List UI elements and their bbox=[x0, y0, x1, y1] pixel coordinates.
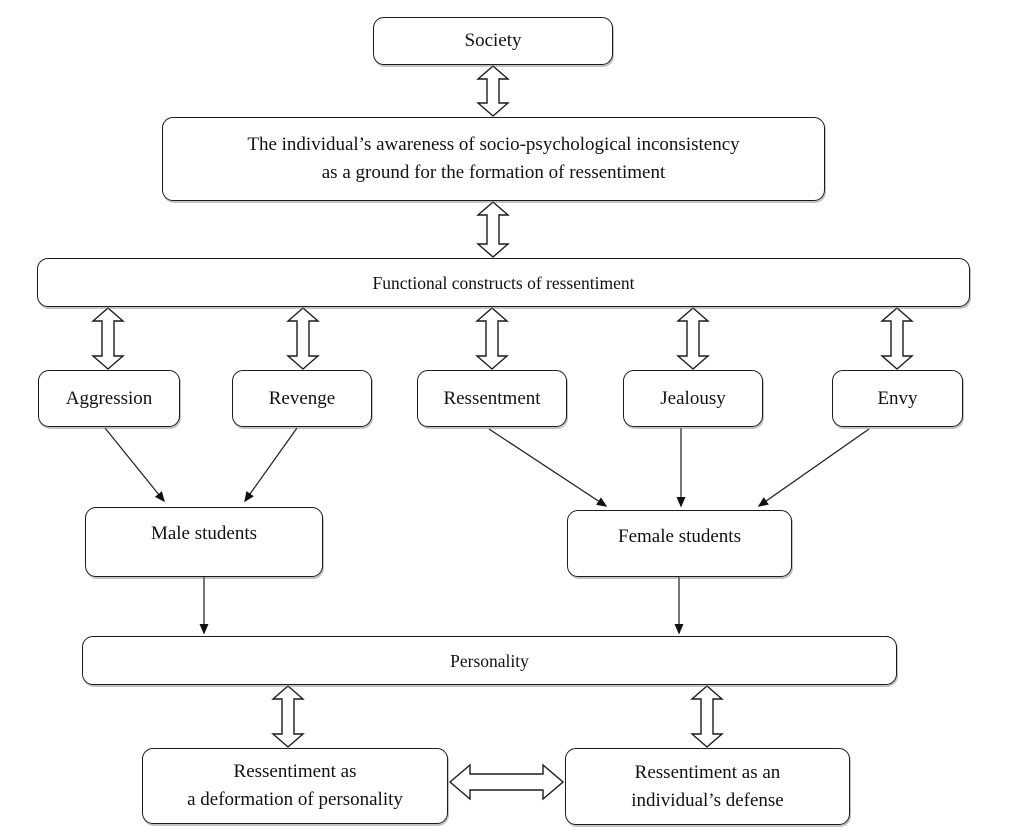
node-awareness: The individual’s awareness of socio-psyc… bbox=[162, 117, 825, 201]
double-arrow-awareness-functional bbox=[476, 201, 510, 258]
node-ressentment-label: Ressentment bbox=[443, 387, 541, 409]
node-functional-constructs-label: Functional constructs of ressentiment bbox=[372, 272, 635, 293]
node-envy-label: Envy bbox=[877, 387, 918, 409]
node-jealousy-label: Jealousy bbox=[660, 387, 726, 409]
double-arrow-functional-revenge bbox=[286, 307, 320, 370]
arrow-revenge-male bbox=[244, 427, 298, 503]
arrow-aggression-male bbox=[104, 427, 165, 503]
node-ressentment: Ressentment bbox=[417, 370, 567, 427]
node-ressentiment-deformation-line1: Ressentiment as bbox=[233, 761, 357, 782]
node-female-students-label: Female students bbox=[618, 525, 741, 547]
node-male-students: Male students bbox=[85, 507, 323, 577]
double-arrow-functional-aggression bbox=[91, 307, 125, 370]
node-society-label: Society bbox=[464, 30, 522, 51]
double-arrow-functional-jealousy bbox=[676, 307, 710, 370]
node-jealousy: Jealousy bbox=[623, 370, 763, 427]
node-envy: Envy bbox=[832, 370, 963, 427]
double-arrow-personality-defense bbox=[690, 685, 724, 748]
double-arrow-functional-envy bbox=[880, 307, 914, 370]
node-female-students: Female students bbox=[567, 510, 792, 577]
arrow-ressentment-female bbox=[488, 428, 608, 507]
node-functional-constructs: Functional constructs of ressentiment bbox=[37, 258, 970, 307]
double-arrow-functional-ressentment bbox=[475, 307, 509, 370]
node-aggression-label: Aggression bbox=[65, 387, 153, 409]
node-personality: Personality bbox=[82, 636, 897, 685]
node-revenge-label: Revenge bbox=[268, 387, 336, 409]
double-arrow-deformation-defense bbox=[448, 763, 565, 801]
node-ressentiment-deformation: Ressentiment as a deformation of persona… bbox=[142, 748, 448, 824]
node-aggression: Aggression bbox=[38, 370, 180, 427]
node-ressentiment-defense-line1: Ressentiment as an bbox=[634, 761, 781, 783]
node-revenge: Revenge bbox=[232, 370, 372, 427]
arrow-envy-female bbox=[757, 428, 870, 507]
node-ressentiment-defense: Ressentiment as an individual’s defense bbox=[565, 748, 850, 825]
node-personality-label: Personality bbox=[450, 650, 529, 671]
node-awareness-line2: as a ground for the formation of ressent… bbox=[321, 162, 666, 183]
node-awareness-line1: The individual’s awareness of socio-psyc… bbox=[247, 134, 740, 155]
double-arrow-personality-deformation bbox=[271, 685, 305, 748]
node-male-students-label: Male students bbox=[150, 523, 258, 544]
node-society: Society bbox=[373, 17, 613, 65]
node-ressentiment-defense-line2: individual’s defense bbox=[631, 789, 784, 811]
double-arrow-society-awareness bbox=[476, 65, 510, 117]
node-ressentiment-deformation-line2: a deformation of personality bbox=[187, 789, 403, 810]
